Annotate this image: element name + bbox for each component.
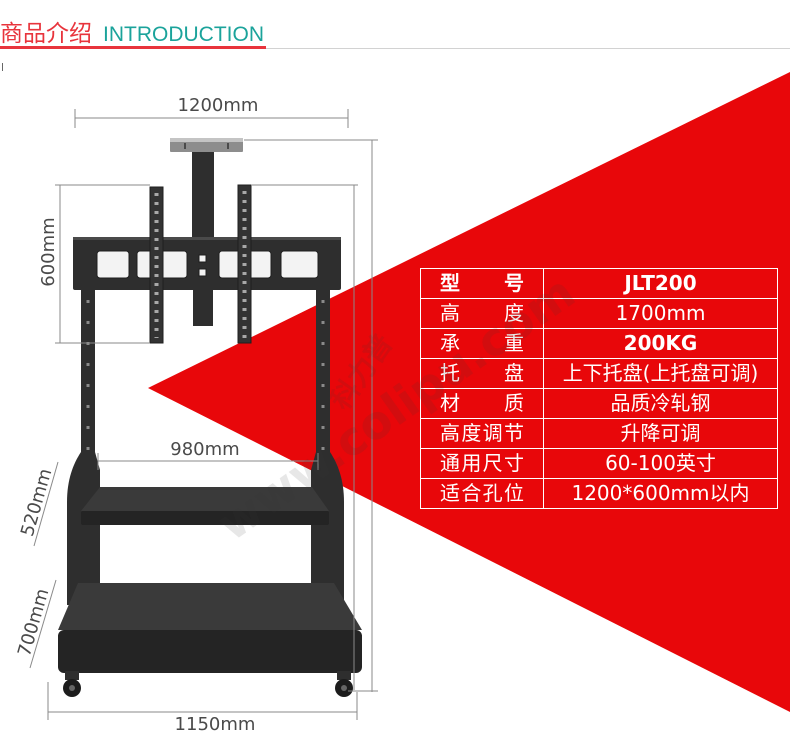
right-wheel-stem (337, 671, 351, 680)
center-column-lower (193, 288, 213, 326)
frame-cutout (280, 250, 319, 279)
frame-mount-hole (198, 268, 207, 277)
lower-tray-top (58, 583, 362, 630)
vesa-frame-top-edge (73, 237, 341, 240)
spec-label: 承 重 (440, 331, 524, 355)
spec-label: 通用尺寸 (440, 451, 524, 475)
dim-base-width-label: 1150mm (175, 714, 256, 735)
spec-value: JLT200 (543, 268, 778, 299)
spec-label-cell: 高度调节 (420, 418, 544, 449)
dim-base-height-label: 700mm (14, 586, 53, 659)
dim-tray-width-label: 980mm (170, 439, 239, 460)
spec-label: 高度调节 (440, 421, 524, 445)
spec-label-cell: 通用尺寸 (420, 448, 544, 479)
spec-value: 60-100英寸 (543, 448, 778, 479)
column-top-clamp-edge (170, 138, 243, 142)
upper-tray-front (81, 511, 329, 525)
left-wheel-hub (69, 685, 75, 691)
spec-label-cell: 托 盘 (420, 358, 544, 389)
dim-bracket-height-label: 600mm (38, 217, 59, 286)
dim-base-height-line (29, 579, 57, 669)
lower-tray-front (58, 630, 362, 673)
left-side-leg (67, 452, 100, 605)
spec-row: 型 号 JLT200 (420, 268, 778, 299)
spec-label-cell: 承 重 (420, 328, 544, 359)
section-title-en: INTRODUCTION (103, 23, 264, 46)
dim-tray-height-label: 520mm (17, 466, 56, 539)
left-post (81, 237, 95, 469)
spec-value: 200KG (543, 328, 778, 359)
spec-label: 材 质 (440, 391, 524, 415)
dim-top-width-label: 1200mm (178, 95, 259, 116)
right-wheel-hub (341, 685, 347, 691)
header-divider (266, 48, 790, 49)
spec-label: 适合孔位 (440, 481, 524, 505)
spec-label-cell: 型 号 (420, 268, 544, 299)
spec-label: 型 号 (440, 271, 524, 295)
corner-mark (2, 63, 3, 71)
spec-label-cell: 适合孔位 (420, 478, 544, 509)
spec-row: 承 重 200KG (420, 328, 778, 359)
spec-value: 1200*600mm以内 (543, 478, 778, 509)
spec-row: 通用尺寸 60-100英寸 (420, 448, 778, 479)
spec-row: 高 度 1700mm (420, 298, 778, 329)
right-side-leg (311, 452, 344, 605)
spec-row: 材 质 品质冷轧钢 (420, 388, 778, 419)
spec-table: 型 号 JLT200 高 度 1700mm 承 重 200KG 托 盘 上下托盘… (420, 268, 778, 509)
dim-tray-height-line (33, 461, 59, 547)
clamp-slot (184, 143, 186, 149)
section-title-cn: 商品介绍 (0, 21, 92, 47)
left-wheel-stem (65, 671, 79, 680)
clamp-slot (227, 143, 229, 149)
spec-value: 1700mm (543, 298, 778, 329)
spec-row: 高度调节 升降可调 (420, 418, 778, 449)
center-column (192, 150, 214, 240)
right-post (316, 237, 330, 469)
tv-stand (58, 138, 362, 697)
frame-cutout (96, 250, 130, 279)
header-accent-rule (0, 46, 266, 49)
spec-row: 适合孔位 1200*600mm以内 (420, 478, 778, 509)
spec-value: 升降可调 (543, 418, 778, 449)
upper-tray-top (81, 487, 329, 511)
spec-value: 上下托盘(上托盘可调) (543, 358, 778, 389)
frame-mount-hole (198, 254, 207, 263)
spec-value: 品质冷轧钢 (543, 388, 778, 419)
spec-label: 高 度 (440, 301, 524, 325)
spec-label: 托 盘 (440, 361, 524, 385)
spec-label-cell: 材 质 (420, 388, 544, 419)
spec-row: 托 盘 上下托盘(上托盘可调) (420, 358, 778, 389)
spec-label-cell: 高 度 (420, 298, 544, 329)
